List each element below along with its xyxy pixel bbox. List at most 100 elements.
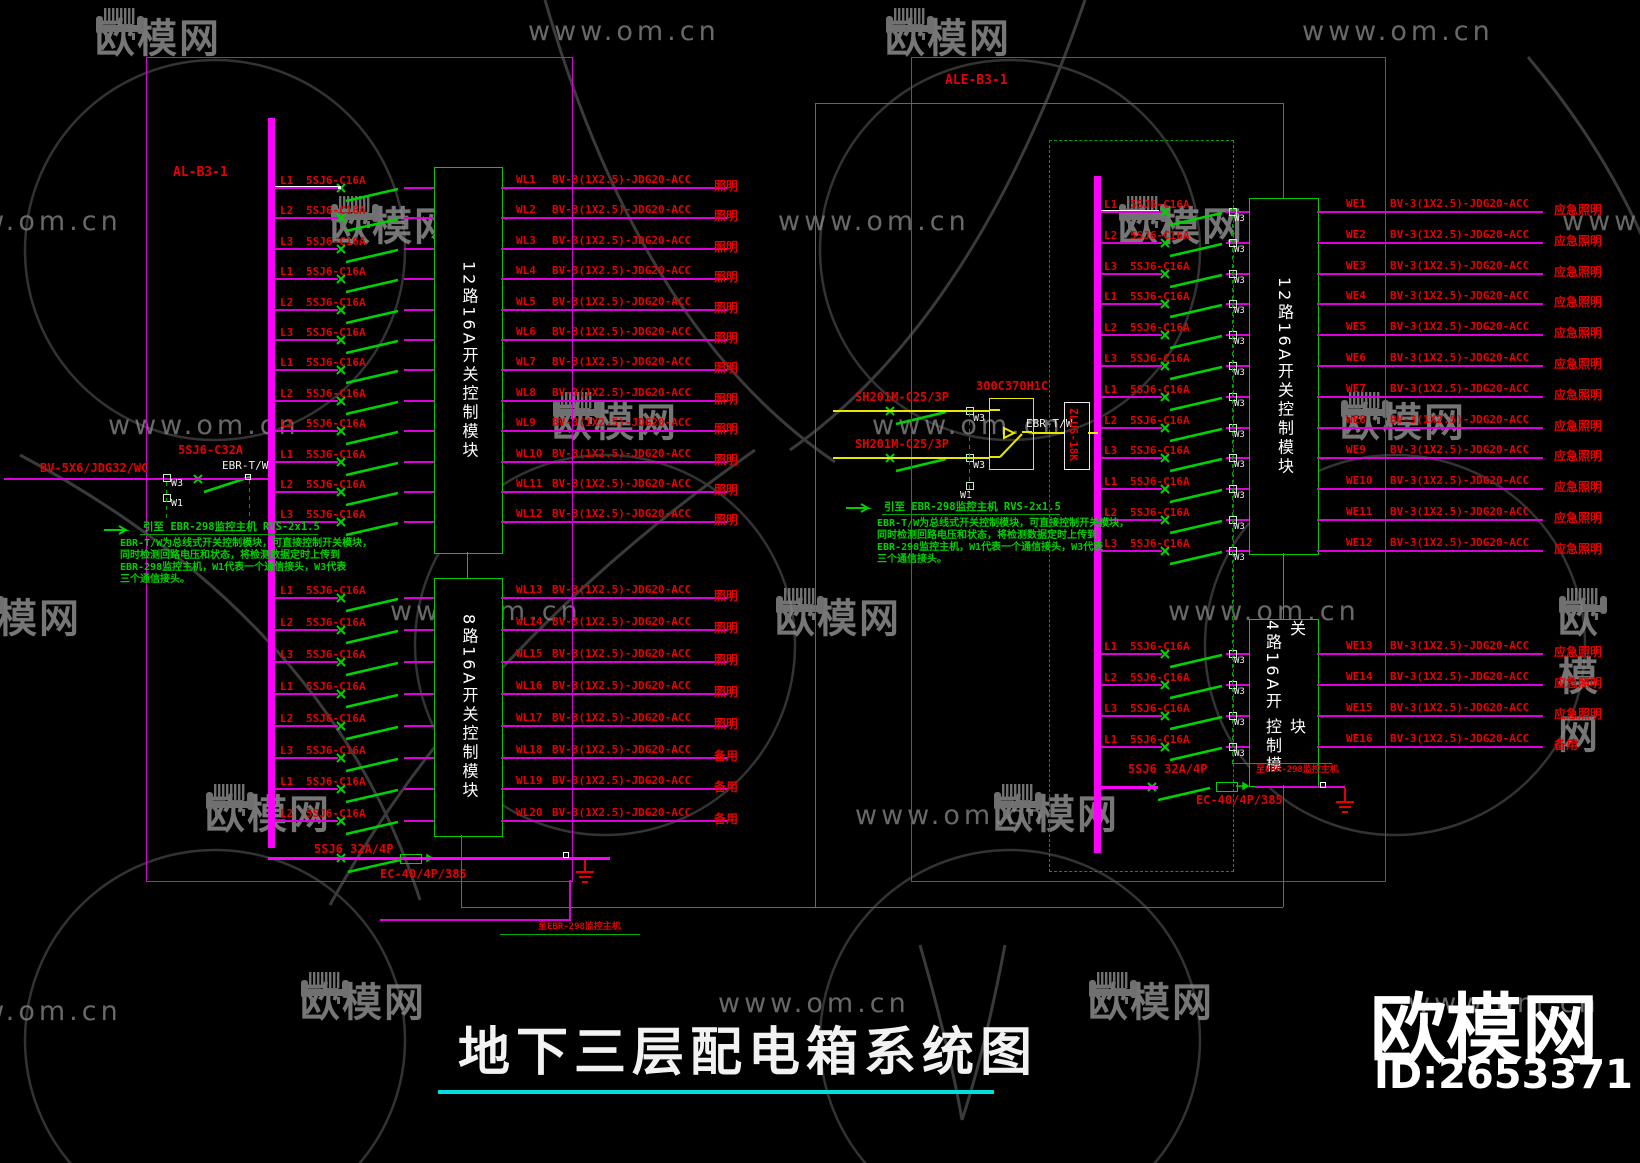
comm-target-label: 至EBR-298监控主机 — [538, 922, 621, 932]
breaker-x-icon — [336, 593, 346, 603]
watermark-circle — [23, 848, 407, 1163]
wire-line — [1317, 746, 1543, 748]
breaker-x-icon — [1160, 680, 1170, 690]
phase-label: L2 — [1104, 414, 1118, 427]
breaker-x-icon — [336, 396, 346, 406]
tap-node — [1229, 712, 1237, 720]
switch-blade-icon — [345, 788, 399, 804]
circuit-id: WE10 — [1346, 474, 1373, 487]
breaker-label: 5SJ6-C16A — [306, 584, 366, 597]
wire-line — [1226, 427, 1249, 429]
sofa-icon — [1089, 972, 1137, 1004]
wire-line — [501, 400, 728, 402]
breaker-x-icon — [336, 305, 346, 315]
wire-line — [1100, 427, 1162, 429]
wire-line — [268, 857, 610, 860]
wire-line — [1100, 653, 1162, 655]
breaker-label: 5SJ6-C16A — [306, 508, 366, 521]
breaker-x-icon — [1160, 423, 1170, 433]
phase-label: L2 — [280, 296, 294, 309]
phase-label: L1 — [280, 680, 294, 693]
watermark-arc — [918, 944, 964, 1121]
wire-line — [501, 661, 728, 663]
watermark-arc — [543, 0, 836, 464]
arrow-icon — [1236, 781, 1250, 791]
switch-blade-icon — [345, 597, 399, 613]
wire-line — [1283, 785, 1284, 907]
load-label: 应急照明 — [1554, 234, 1603, 248]
tap-label: W3 — [1234, 399, 1245, 409]
phase-label: L1 — [1104, 733, 1118, 746]
wire-line — [1317, 550, 1543, 552]
wire-line — [1317, 488, 1543, 490]
load-label: 照明 — [714, 270, 739, 284]
switch-blade-icon — [1169, 303, 1223, 319]
wire-line — [461, 907, 1283, 908]
ats-box — [989, 398, 1034, 470]
tap-node — [1229, 424, 1237, 432]
circuit-id: WE8 — [1346, 413, 1366, 426]
sofa-icon — [301, 972, 349, 1004]
tap-label: W3 — [1234, 368, 1245, 378]
surge-arrester-icon — [400, 854, 422, 864]
wire-line — [1100, 396, 1162, 398]
phase-label: L1 — [1104, 290, 1118, 303]
load-label: 应急照明 — [1554, 419, 1603, 433]
breaker-x-icon — [336, 183, 346, 193]
circuit-id: WE16 — [1346, 732, 1373, 745]
wire-line — [1317, 242, 1543, 244]
cable-spec: BV-3(1X2.5)-JDG20-ACC — [552, 647, 692, 660]
site-id: ID:2653371 — [1374, 1052, 1633, 1098]
breaker-label: 5SJ6-C16A — [306, 265, 366, 278]
tap-label: W3 — [1234, 553, 1245, 563]
wire-line — [1317, 211, 1543, 213]
load-label: 应急照明 — [1554, 357, 1603, 371]
wire-line — [1226, 684, 1249, 686]
breaker-x-icon — [1160, 238, 1170, 248]
phase-label: L1 — [1104, 383, 1118, 396]
switch-blade-icon — [345, 339, 399, 355]
wire-line — [404, 430, 434, 432]
breaker-x-icon — [1160, 742, 1170, 752]
switch-blade-icon — [1169, 427, 1223, 443]
wire-line — [1317, 334, 1543, 336]
wire-line — [461, 835, 462, 907]
breaker-x-icon — [336, 213, 346, 223]
phase-label: L2 — [280, 478, 294, 491]
comm-target-label: 至EBR-298监控主机 — [1256, 765, 1339, 775]
circuit-id: WL10 — [516, 447, 543, 460]
wire-line — [1317, 273, 1543, 275]
phase-label: L2 — [280, 712, 294, 725]
load-label: 照明 — [714, 653, 739, 667]
cable-spec: BV-3(1X2.5)-JDG20-ACC — [552, 806, 692, 819]
wire-line — [501, 187, 728, 189]
switch-blade-icon — [345, 661, 399, 677]
wire-line — [274, 491, 338, 493]
wire-line — [380, 919, 571, 921]
tap-node — [163, 494, 171, 502]
watermark-logo: 欧模网 — [0, 586, 81, 644]
circuit-id: WL14 — [516, 615, 543, 628]
switch-blade-icon — [345, 187, 399, 203]
tap-node — [163, 474, 171, 482]
load-label: 应急照明 — [1554, 449, 1603, 463]
cable-spec: BV-3(1X2.5)-JDG20-ACC — [1390, 197, 1530, 210]
cable-spec: BV-3(1X2.5)-JDG20-ACC — [552, 203, 692, 216]
load-label: 照明 — [714, 685, 739, 699]
wire-line — [404, 369, 434, 371]
load-label: 照明 — [714, 422, 739, 436]
switch-blade-icon — [1169, 457, 1223, 473]
ebr-device-label: EBR-T/W — [1026, 417, 1073, 430]
wire-line — [501, 309, 728, 311]
wire-line — [404, 597, 434, 599]
circuit-id: WE12 — [1346, 536, 1373, 549]
wire-line — [274, 629, 338, 631]
cable-spec: BV-3(1X2.5)-JDG20-ACC — [552, 295, 692, 308]
wire-line — [501, 725, 728, 727]
tap-label: W3 — [1234, 749, 1245, 759]
cable-spec: BV-3(1X2.5)-JDG20-ACC — [1390, 382, 1530, 395]
load-label: 备用 — [714, 749, 739, 763]
panel-inner-dashed-box — [1049, 140, 1234, 872]
wire-line — [274, 820, 338, 822]
